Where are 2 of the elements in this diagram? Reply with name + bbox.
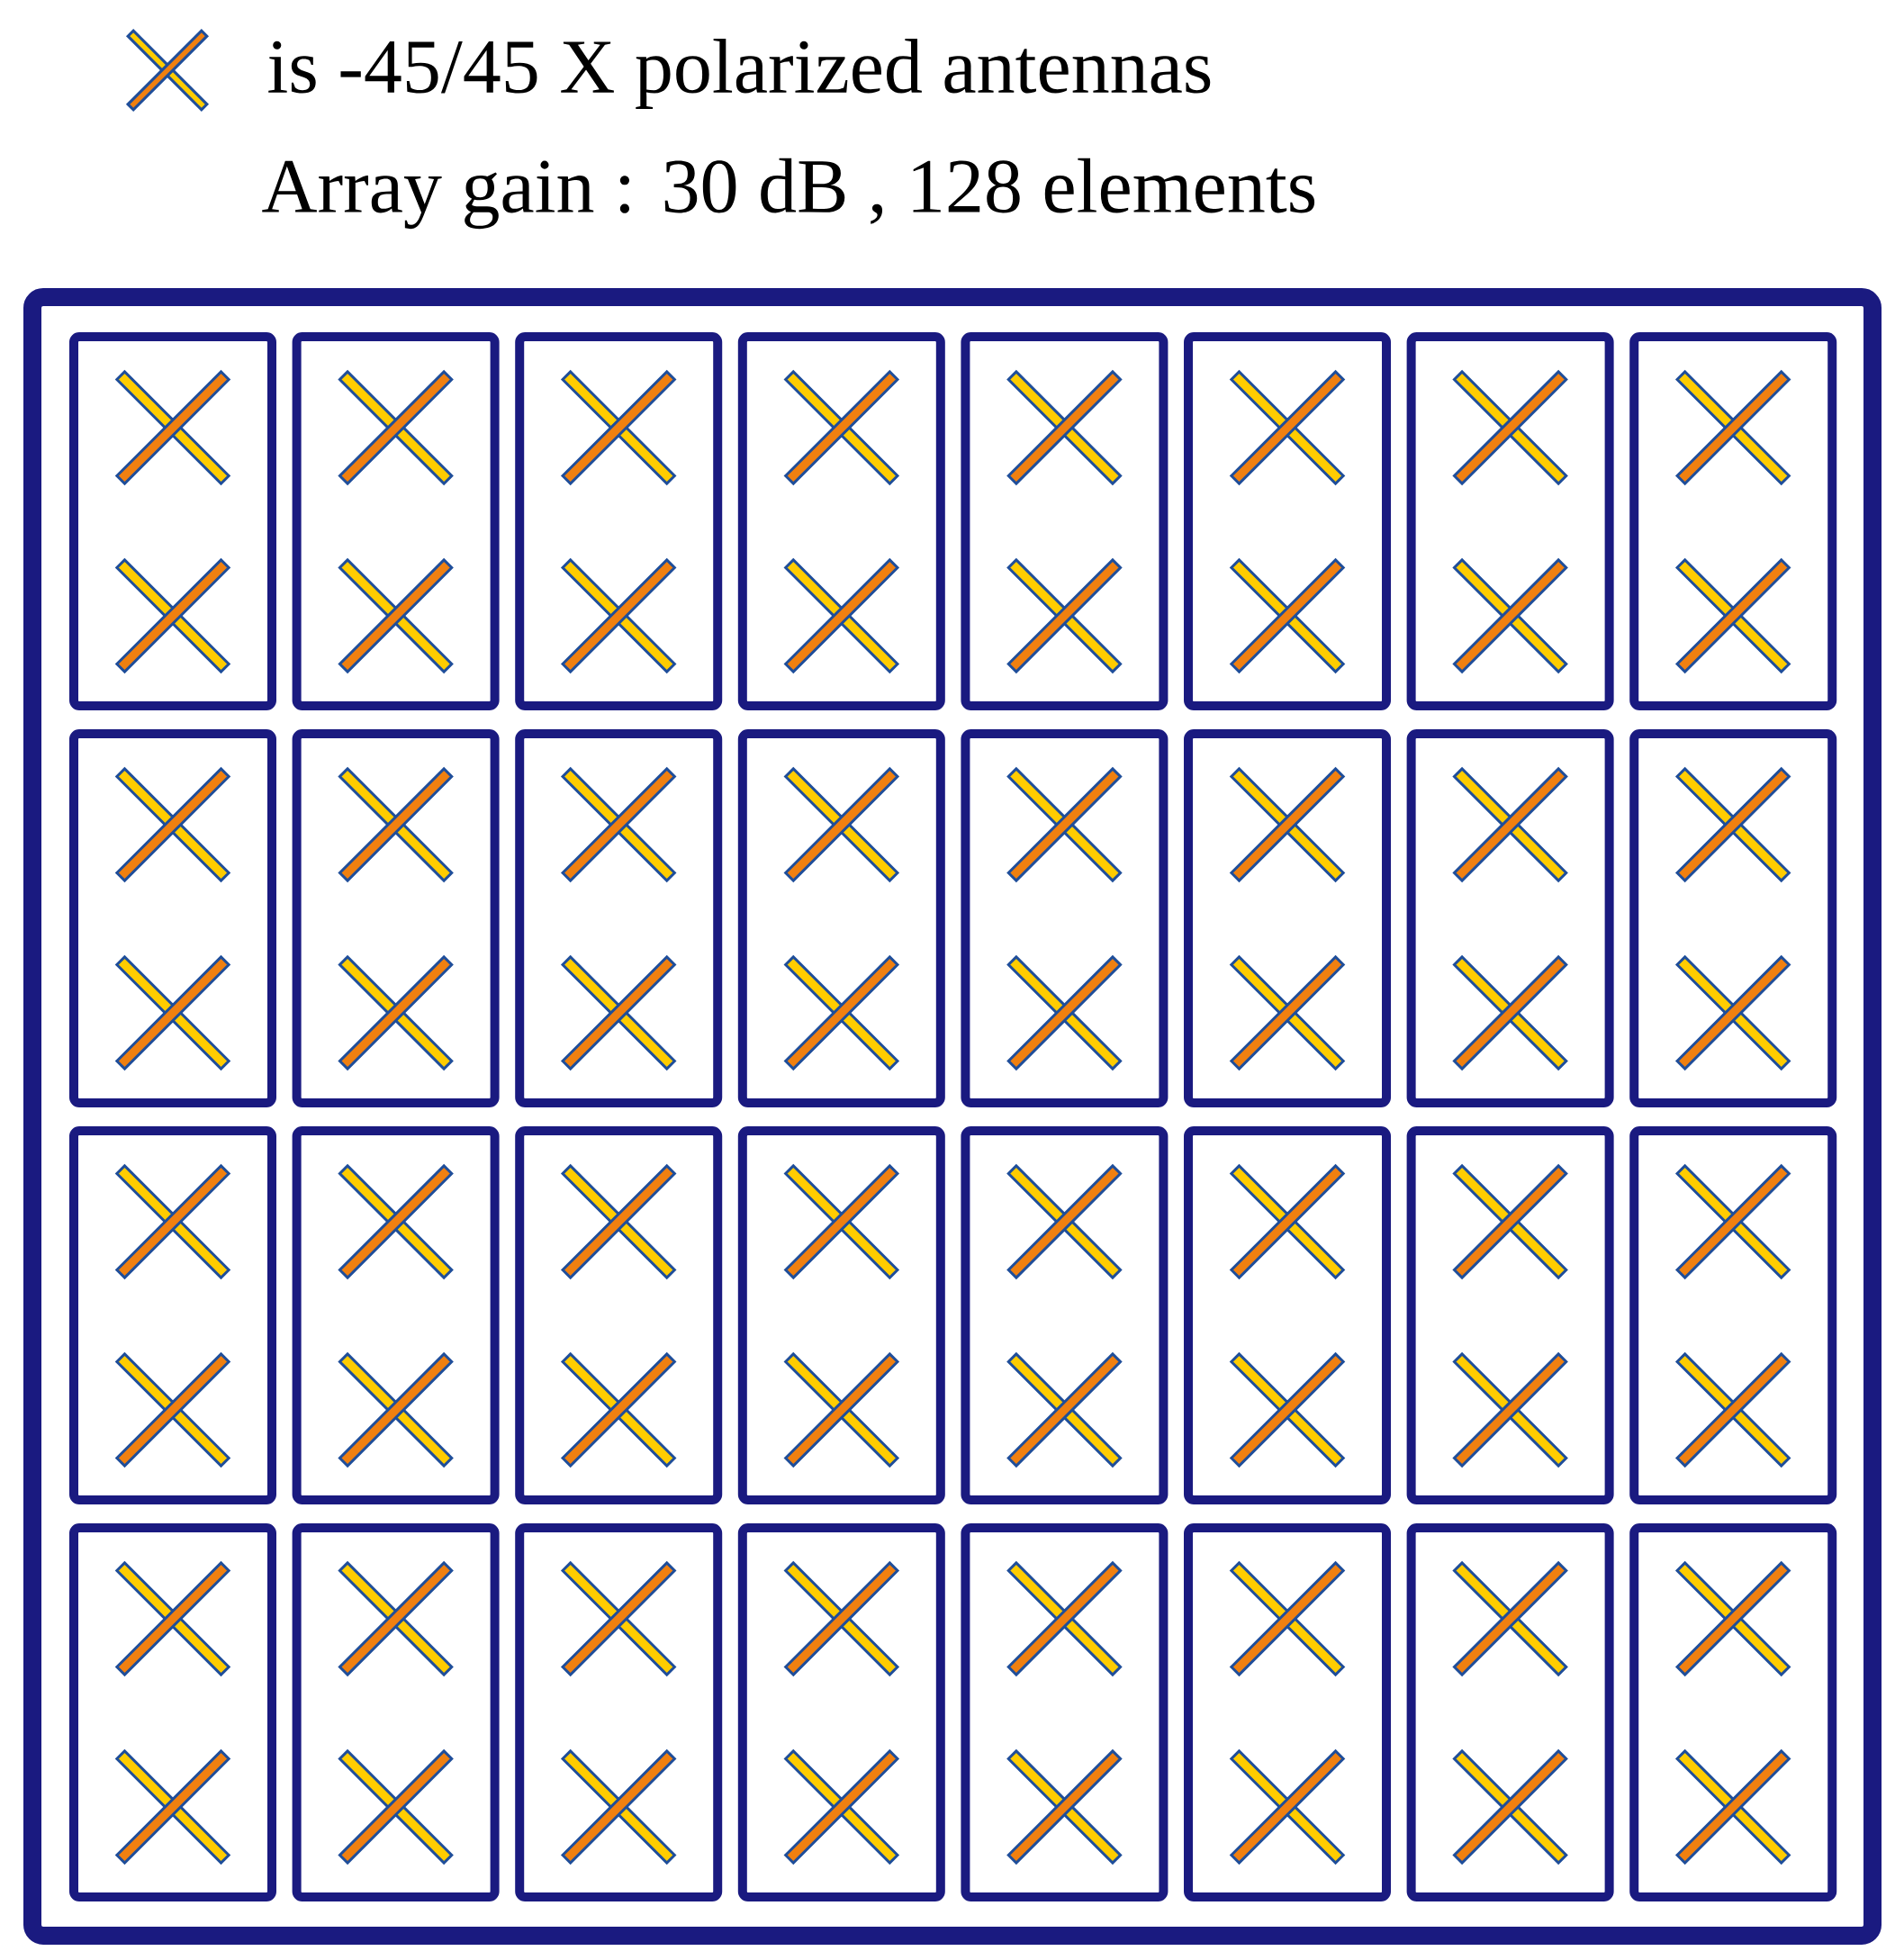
legend-text: is -45/45 X polarized antennas (268, 39, 1211, 109)
array-gain-note: Array gain : 30 dB , 128 elements (262, 158, 1315, 230)
